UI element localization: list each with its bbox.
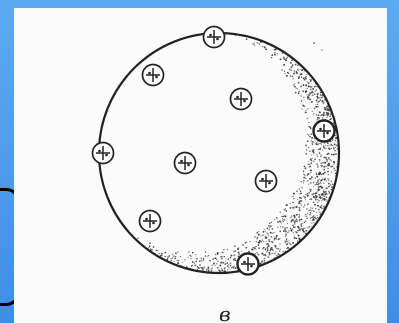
- particle-left-edge: [93, 143, 114, 164]
- particle-bottom: [238, 254, 259, 275]
- particle-mid-right: [256, 171, 277, 192]
- particle-upper-left: [143, 65, 164, 86]
- figure-panel: в: [14, 8, 387, 323]
- figure-label: в: [219, 304, 231, 323]
- particle-upper-center: [231, 89, 252, 110]
- speck: [321, 49, 322, 50]
- particle-top: [204, 27, 225, 48]
- particle-right-edge: [314, 121, 335, 142]
- crescent-shading: [137, 35, 338, 273]
- particle-center: [175, 153, 196, 174]
- outer-circle: [99, 33, 339, 273]
- particle-lower-left: [140, 211, 161, 232]
- cell-diagram: [14, 8, 387, 323]
- speck: [313, 42, 315, 44]
